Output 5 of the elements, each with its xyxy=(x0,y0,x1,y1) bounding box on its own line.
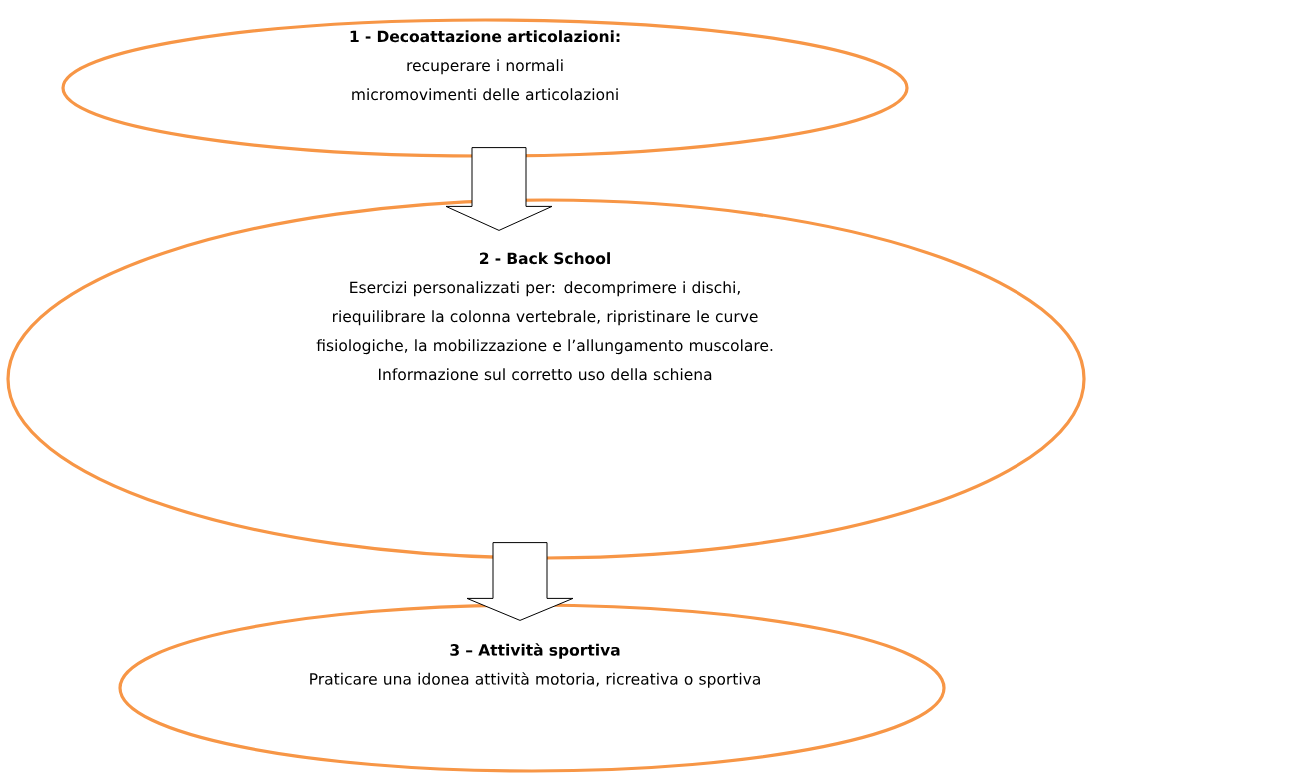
block-arrow xyxy=(445,147,553,231)
block-arrow xyxy=(466,542,574,621)
ellipse-node: 2 - Back School Esercizi personalizzati per: decomprimere i dischi, riequilibrare la colonna vertebrale, ripristinare le curve fisiologiche, la mobilizzazione e l’allungamento muscolare. Informazione sul corretto uso della schiena xyxy=(6,198,1086,560)
ellipse-node: 1 - Decoattazione articolazioni: recuperare i normali micromovimenti delle articolazioni xyxy=(61,18,909,158)
ellipse-node: 3 – Attività sportiva Praticare una idonea attività motoria, ricreativa o sportiva xyxy=(118,603,946,773)
